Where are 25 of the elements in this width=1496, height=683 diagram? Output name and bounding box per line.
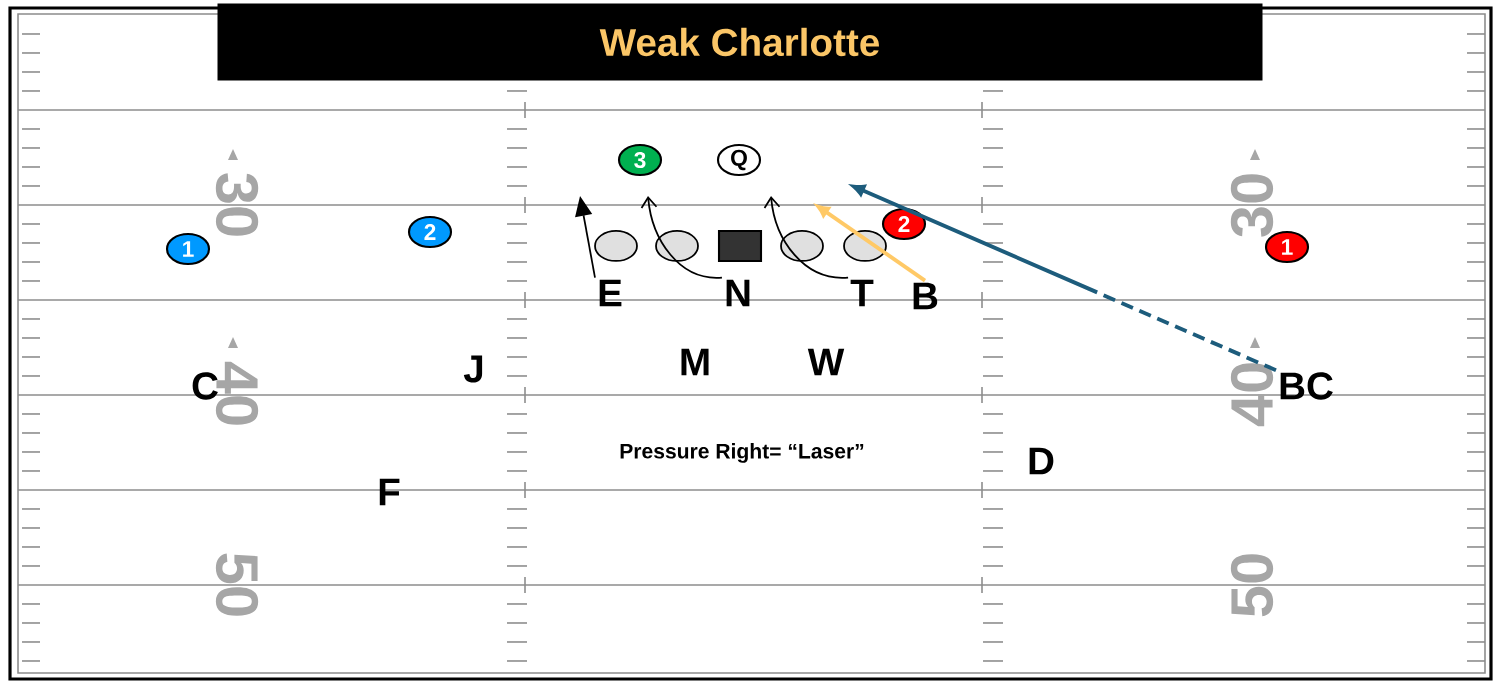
position-letter: N bbox=[726, 279, 750, 307]
player-oval: 2 bbox=[407, 215, 453, 249]
center-square bbox=[717, 229, 763, 263]
lineman-oval bbox=[655, 230, 699, 262]
player-oval: 3 bbox=[617, 143, 663, 177]
position-letter: C bbox=[192, 372, 218, 400]
player-oval: Q bbox=[716, 143, 762, 177]
play-note: Pressure Right= “Laser” bbox=[620, 443, 864, 463]
lineman-oval bbox=[594, 230, 638, 262]
player-oval: 1 bbox=[165, 232, 211, 266]
title-banner: Weak Charlotte bbox=[217, 3, 1263, 81]
position-letter: W bbox=[807, 348, 845, 376]
yard-number: 40 bbox=[1230, 363, 1274, 427]
yard-number: 30 bbox=[215, 173, 259, 236]
arrow bbox=[640, 195, 723, 279]
yard-number: 40 bbox=[215, 361, 259, 425]
lineman-oval bbox=[780, 230, 824, 262]
position-letter: M bbox=[681, 348, 709, 376]
position-letter: E bbox=[599, 279, 622, 307]
yard-number: 50 bbox=[215, 553, 259, 616]
position-letter: BC bbox=[1280, 372, 1333, 400]
position-letter: J bbox=[463, 355, 483, 383]
position-letter: F bbox=[379, 478, 400, 506]
yard-number: 50 bbox=[1230, 554, 1274, 617]
position-letter: D bbox=[1029, 447, 1054, 475]
